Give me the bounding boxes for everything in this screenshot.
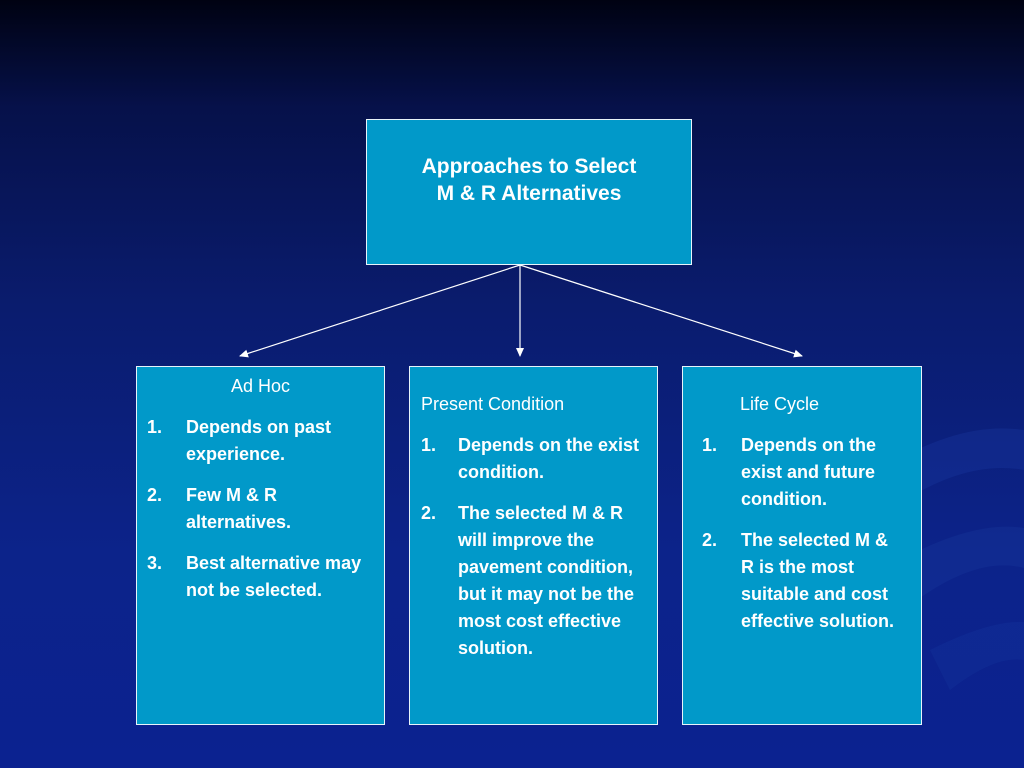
list-item-number: 1. <box>702 435 718 455</box>
root-title-line-2: M & R Alternatives <box>436 182 622 205</box>
list-item-number: 3. <box>147 553 163 573</box>
adhoc-box: Ad Hoc 1. Depends on past experience. 2. F… <box>136 366 385 725</box>
list-item: 1. Depends on the exist condition. <box>410 432 657 486</box>
list-item-number: 1. <box>421 435 437 455</box>
list-item-number: 2. <box>702 530 718 550</box>
list-item-text: Depends on the exist condition. <box>458 435 640 482</box>
list-item: 2. Few M & R alternatives. <box>137 482 384 536</box>
life-cycle-box: Life Cycle 1. Depends on the exist and fu… <box>682 366 922 725</box>
arrow-to-adhoc <box>239 264 521 358</box>
present-condition-heading: Present Condition <box>421 394 565 414</box>
adhoc-heading: Ad Hoc <box>230 376 291 396</box>
list-item-text: The selected M & R is the most suitable … <box>741 530 895 631</box>
list-item-text: Depends on the exist and future conditio… <box>741 435 877 509</box>
list-item: 2. The selected M & R will improve the pa… <box>410 500 657 662</box>
list-item: 1. Depends on the exist and future condit… <box>683 432 921 513</box>
list-item: 3. Best alternative may not be selected. <box>137 550 384 604</box>
list-item-text: Best alternative may not be selected. <box>186 553 362 600</box>
life-cycle-heading: Life Cycle <box>740 394 820 414</box>
list-item: 1. Depends on past experience. <box>137 414 384 468</box>
adhoc-list: 1. Depends on past experience. 2. Few M & … <box>137 414 384 604</box>
list-item-text: Depends on past experience. <box>186 417 332 464</box>
list-item-text: The selected M & R will improve the pave… <box>458 503 635 658</box>
root-box: Approaches to Select M & R Alternatives <box>366 119 692 265</box>
list-item-number: 1. <box>147 417 163 437</box>
present-condition-box: Present Condition 1. Depends on the exist… <box>409 366 658 725</box>
arrow-to-life-cycle <box>519 264 803 358</box>
list-item: 2. The selected M & R is the most suitabl… <box>683 527 921 635</box>
root-title-line-1: Approaches to Select <box>421 155 637 178</box>
life-cycle-list: 1. Depends on the exist and future condit… <box>683 432 921 635</box>
present-condition-list: 1. Depends on the exist condition. 2. The … <box>410 432 657 662</box>
list-item-text: Few M & R alternatives. <box>186 485 292 532</box>
list-item-number: 2. <box>421 503 437 523</box>
list-item-number: 2. <box>147 485 163 505</box>
